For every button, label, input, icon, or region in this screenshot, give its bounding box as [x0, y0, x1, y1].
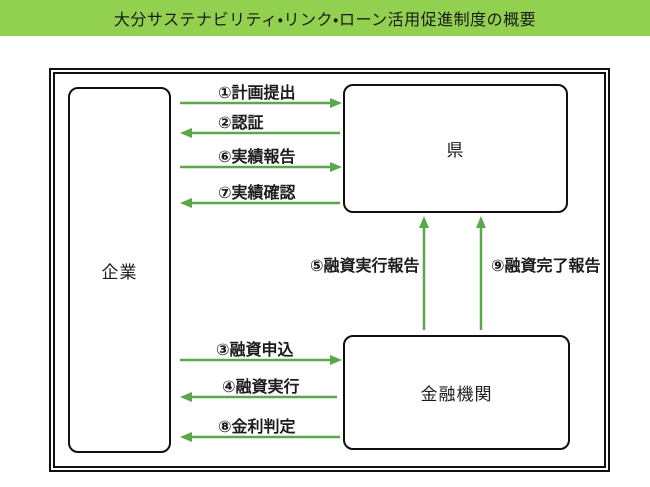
- flow-label-plan-submission: ①計画提出: [218, 85, 296, 102]
- header-bar: 大分サステナビリティ・リンク・ローン活用促進制度の概要: [0, 0, 650, 36]
- node-company-label: 企業: [101, 262, 138, 282]
- flow-label-interest-rate-determination: ⑧金利判定: [218, 419, 296, 436]
- node-prefecture-label: 県: [446, 141, 465, 160]
- node-financial-institution: 金融機関: [343, 335, 570, 450]
- node-company: 企業: [68, 87, 171, 453]
- flow-label-performance-report: ⑥実績報告: [218, 149, 296, 166]
- flow-label-performance-confirmation: ⑦実績確認: [218, 185, 296, 202]
- node-prefecture: 県: [343, 84, 568, 213]
- page-title: 大分サステナビリティ・リンク・ローン活用促進制度の概要: [113, 12, 537, 29]
- node-financial-institution-label: 金融機関: [420, 385, 493, 404]
- flow-label-certification: ②認証: [218, 115, 264, 132]
- flow-label-loan-application: ③融資申込: [216, 342, 294, 359]
- flow-label-loan-execution: ④融資実行: [222, 379, 300, 396]
- flow-label-loan-execution-report: ⑤融資実行報告: [310, 258, 420, 275]
- flow-label-loan-completion-report: ⑨融資完了報告: [491, 258, 601, 275]
